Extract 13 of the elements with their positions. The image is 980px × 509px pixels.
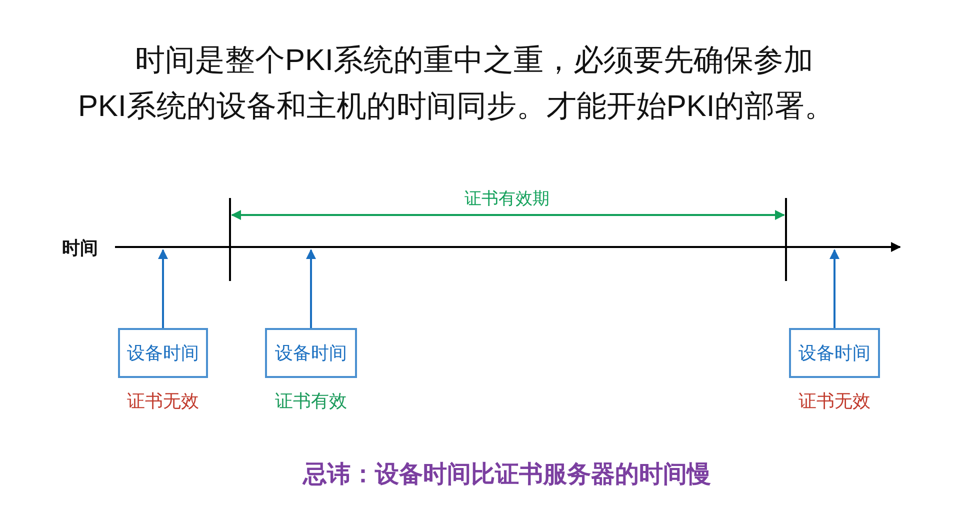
device-time-box: 设备时间 bbox=[265, 328, 357, 378]
status-label: 证书无效 bbox=[126, 390, 200, 413]
arrow bbox=[158, 249, 168, 328]
caption: 忌讳：设备时间比证书服务器的时间慢 bbox=[301, 458, 712, 490]
axis-label: 时间 bbox=[62, 237, 98, 260]
dimension-label: 证书有效期 bbox=[464, 188, 550, 210]
arrow bbox=[306, 249, 316, 328]
device-time-box: 设备时间 bbox=[789, 328, 880, 378]
status-label: 证书有效 bbox=[274, 390, 348, 413]
paragraph: 时间是整个PKI系统的重中之重，必须要先确保参加PKI系统的设备和主机的时间同步。才能开始PKI的部署。 bbox=[78, 43, 836, 125]
status-label: 证书无效 bbox=[798, 390, 872, 413]
device-time-box: 设备时间 bbox=[118, 328, 208, 378]
arrow bbox=[830, 249, 840, 328]
